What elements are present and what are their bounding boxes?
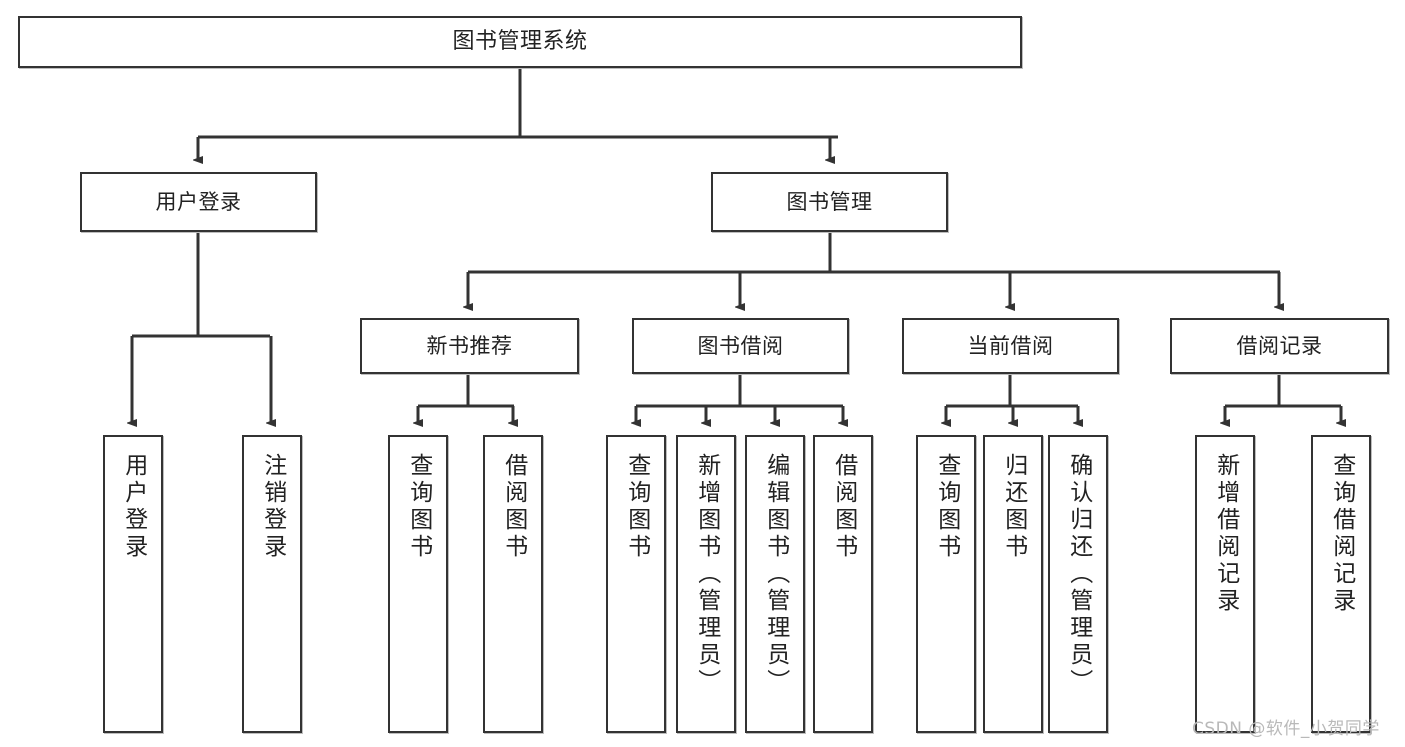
node-leaf-query-borrow-record[interactable]: 查询借阅记录 xyxy=(1311,435,1371,733)
node-leaf-query-book-borrow[interactable]: 查询图书 xyxy=(606,435,666,733)
node-leaf-query-book-recommend[interactable]: 查询图书 xyxy=(388,435,448,733)
node-leaf-edit-book-admin[interactable]: 编辑图书（管理员） xyxy=(745,435,805,733)
node-label: 当前借阅 xyxy=(967,333,1054,358)
node-label: 查询图书 xyxy=(405,453,432,561)
node-leaf-confirm-return-admin[interactable]: 确认归还（管理员） xyxy=(1048,435,1108,733)
node-book-management[interactable]: 图书管理 xyxy=(711,172,948,232)
node-label: 查询图书 xyxy=(623,453,650,561)
node-new-book-recommend[interactable]: 新书推荐 xyxy=(360,318,579,374)
node-leaf-borrow-book[interactable]: 借阅图书 xyxy=(813,435,873,733)
node-leaf-return-book[interactable]: 归还图书 xyxy=(983,435,1043,733)
node-leaf-logout[interactable]: 注销登录 xyxy=(242,435,302,733)
node-label: 用户登录 xyxy=(120,453,147,561)
node-label: 确认归还（管理员） xyxy=(1065,453,1092,696)
node-label: 新增图书（管理员） xyxy=(693,453,720,696)
node-current-borrow[interactable]: 当前借阅 xyxy=(902,318,1119,374)
node-leaf-add-book-admin[interactable]: 新增图书（管理员） xyxy=(676,435,736,733)
node-label: 图书借阅 xyxy=(697,333,784,358)
node-leaf-user-login[interactable]: 用户登录 xyxy=(103,435,163,733)
node-label: 注销登录 xyxy=(259,453,286,561)
node-label: 图书管理系统 xyxy=(452,29,588,55)
node-label: 借阅图书 xyxy=(500,453,527,561)
node-label: 归还图书 xyxy=(1000,453,1027,561)
node-user-login[interactable]: 用户登录 xyxy=(80,172,317,232)
node-label: 用户登录 xyxy=(155,189,242,214)
watermark-text: CSDN @软件_小贺同学 xyxy=(1192,719,1380,739)
node-label: 新增借阅记录 xyxy=(1212,453,1239,615)
node-root-system[interactable]: 图书管理系统 xyxy=(18,16,1022,68)
node-leaf-add-borrow-record[interactable]: 新增借阅记录 xyxy=(1195,435,1255,733)
node-label: 借阅记录 xyxy=(1236,333,1323,358)
node-label: 新书推荐 xyxy=(426,333,513,358)
node-label: 借阅图书 xyxy=(830,453,857,561)
node-label: 查询图书 xyxy=(933,453,960,561)
node-label: 编辑图书（管理员） xyxy=(762,453,789,696)
node-leaf-borrow-book-recommend[interactable]: 借阅图书 xyxy=(483,435,543,733)
node-leaf-query-book-current[interactable]: 查询图书 xyxy=(916,435,976,733)
node-label: 图书管理 xyxy=(786,189,873,214)
node-label: 查询借阅记录 xyxy=(1328,453,1355,615)
node-book-borrow[interactable]: 图书借阅 xyxy=(632,318,849,374)
node-borrow-record[interactable]: 借阅记录 xyxy=(1170,318,1389,374)
